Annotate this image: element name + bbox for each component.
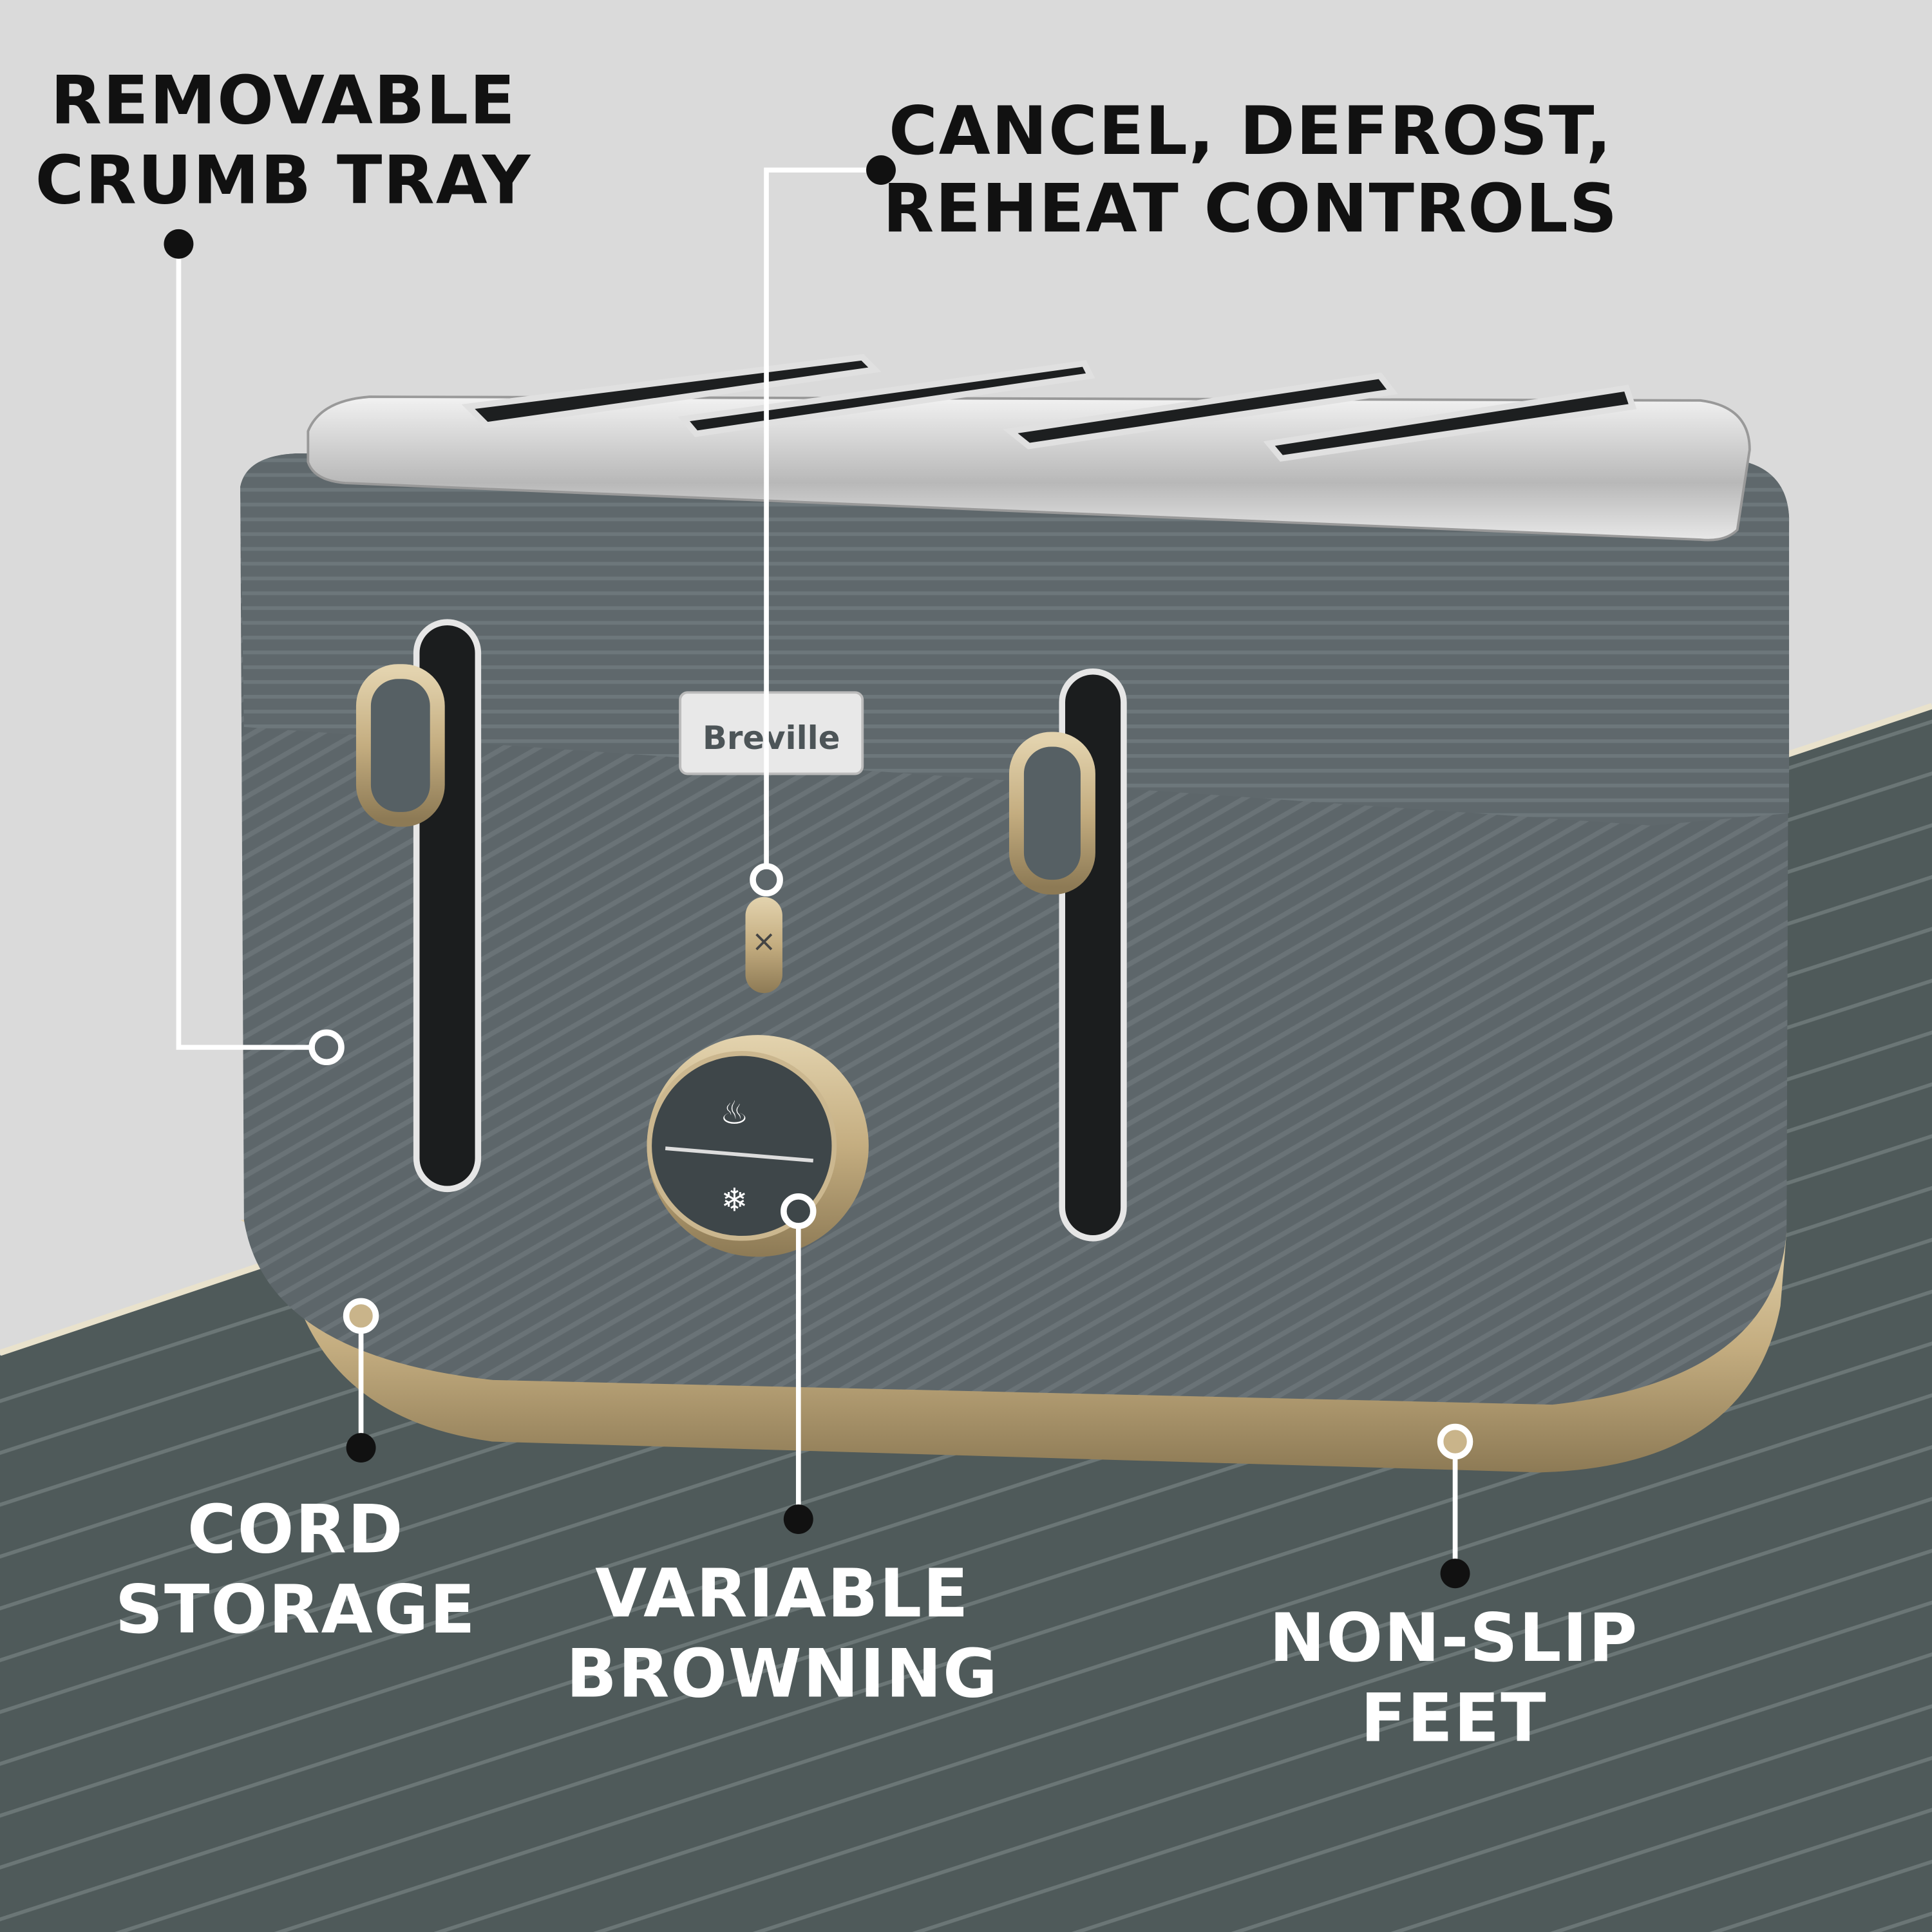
right-lever[interactable] [1009,732,1095,895]
brand-logo: Breville [703,719,840,757]
svg-text:STORAGE: STORAGE [115,1571,477,1649]
svg-text:NON-SLIP: NON-SLIP [1269,1600,1638,1677]
bread-slots [461,354,1637,462]
svg-text:REHEAT CONTROLS: REHEAT CONTROLS [883,171,1618,248]
callout-browning: VARIABLE BROWNING [566,1555,998,1712]
x-icon: × [752,923,776,958]
toaster: Breville × ♨ ❄ [240,354,1790,1473]
steam-icon[interactable]: ♨ [720,1094,749,1132]
callout-controls: CANCEL, DEFROST, REHEAT CONTROLS [883,93,1618,248]
svg-text:CORD: CORD [187,1492,404,1569]
callout-lines [176,167,1458,1571]
snowflake-icon[interactable]: ❄ [721,1182,748,1219]
callout-markers [164,155,1473,1589]
brand-badge [679,691,864,775]
dial-divider [665,1146,813,1163]
toaster-upper-band [240,453,1790,826]
svg-text:CANCEL, DEFROST,: CANCEL, DEFROST, [889,93,1613,170]
cancel-button[interactable] [745,896,782,994]
svg-text:FEET: FEET [1361,1680,1548,1757]
callout-cord-storage: CORD STORAGE [115,1492,477,1649]
callout-feet: NON-SLIP FEET [1269,1600,1638,1757]
svg-text:CRUMB TRAY: CRUMB TRAY [35,142,532,220]
dial-face [647,1051,837,1241]
svg-text:VARIABLE: VARIABLE [595,1555,969,1633]
svg-text:REMOVABLE: REMOVABLE [50,62,516,139]
svg-text:BROWNING: BROWNING [566,1636,998,1713]
left-lever[interactable] [355,664,445,827]
callout-crumb-tray: REMOVABLE CRUMB TRAY [35,62,532,220]
